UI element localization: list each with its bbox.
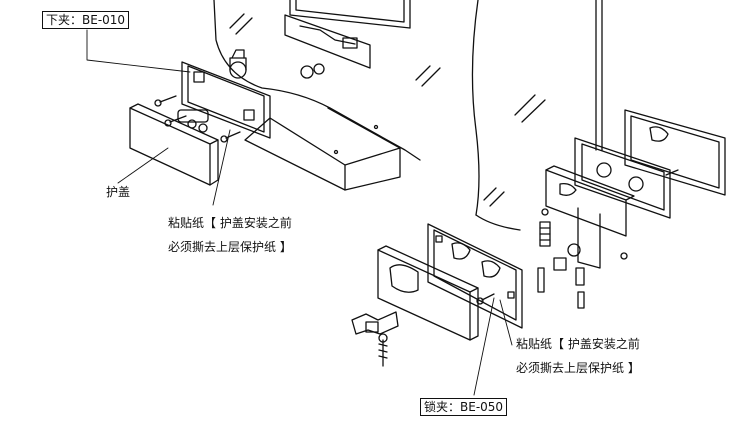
right-clamp-plates [545, 109, 726, 237]
lower-clamp-plate [181, 49, 271, 139]
lock-cylinder [351, 293, 495, 367]
note-right-line1: 粘贴纸【 护盖安装之前 [516, 337, 640, 351]
glass-panel [213, 0, 603, 231]
lock-clamp-label: 锁夹：BE-050 [420, 398, 508, 416]
leader-lines [86, 29, 513, 396]
cover-label: 护盖 [106, 185, 131, 199]
note-left-line1: 粘贴纸【 护盖安装之前 [168, 216, 292, 230]
lower-clamp-screws [154, 95, 241, 143]
lock-clamp-plate [427, 223, 523, 329]
note-left-line2: 必须撕去上层保护纸 】 [168, 240, 292, 254]
right-side-hardware [537, 207, 628, 309]
note-right-line2: 必须撕去上层保护纸 】 [516, 361, 640, 375]
upper-clamp [284, 0, 411, 79]
cover-plate [129, 103, 219, 186]
lower-clamp-body [244, 107, 401, 191]
lower-clamp-label: 下夹：BE-010 [42, 11, 130, 29]
